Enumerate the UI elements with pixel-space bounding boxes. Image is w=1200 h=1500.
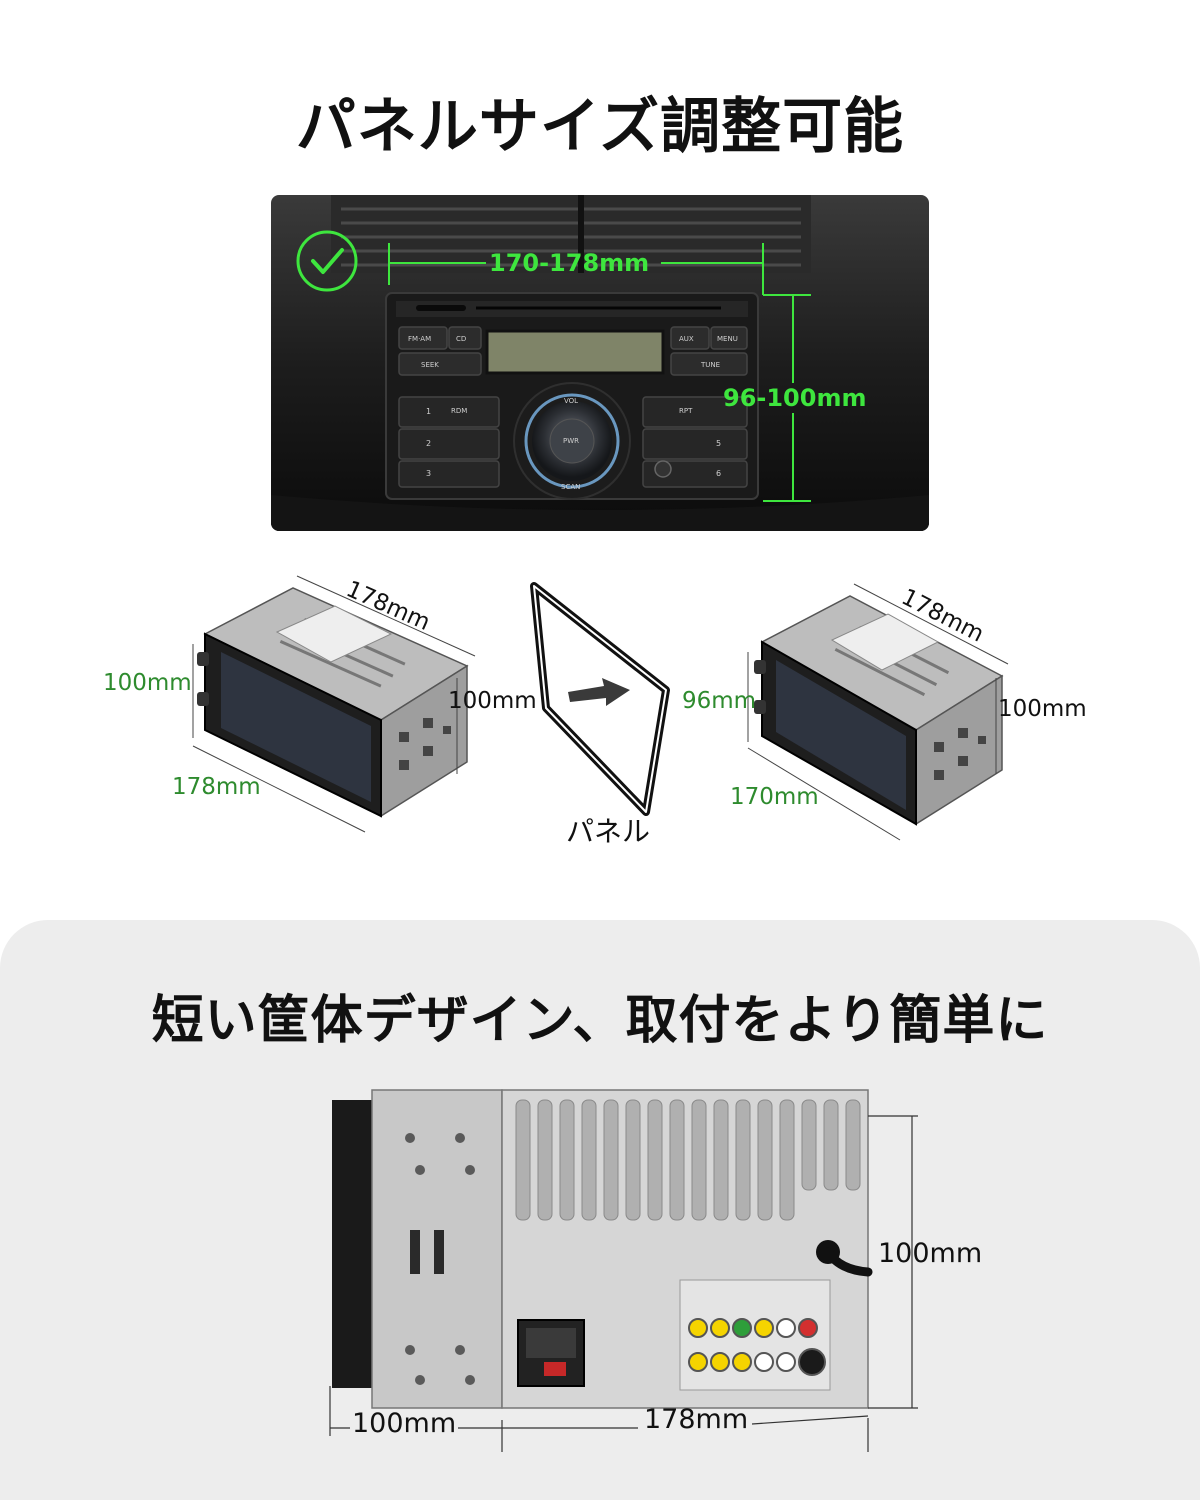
radio-fm-am-label: FM·AM xyxy=(408,335,432,343)
right-unit-width-label: 170mm xyxy=(730,784,819,810)
radio-aux-label: AUX xyxy=(679,335,694,343)
rear-width-label: 178mm xyxy=(644,1404,749,1435)
radio-preset-1-label: 1 xyxy=(426,407,432,416)
left-unit-dimension-lines xyxy=(192,575,476,833)
rear-height-label: 100mm xyxy=(878,1238,983,1269)
radio-menu-label: MENU xyxy=(717,335,738,343)
check-circle-icon xyxy=(296,230,358,292)
left-unit-front-height-label: 100mm xyxy=(103,670,192,696)
dashboard-photo: FM·AM CD SEEK AUX MENU TUNE VOL PWR SCAN… xyxy=(271,195,929,531)
radio-vol-label: VOL xyxy=(564,397,579,405)
right-unit-dimension-lines xyxy=(747,583,1009,841)
radio-cd-label: CD xyxy=(456,335,467,343)
panel-size-title: パネルサイズ調整可能 xyxy=(295,92,905,162)
left-head-unit xyxy=(185,570,485,850)
left-unit-width-label: 178mm xyxy=(172,774,261,800)
photo-height-label: 96-100mm xyxy=(723,384,867,412)
radio-preset-3-label: 3 xyxy=(426,469,432,478)
left-unit-side-height-label: 100mm xyxy=(448,688,537,714)
radio-pwr-label: PWR xyxy=(563,437,580,445)
arrow-right-icon xyxy=(568,678,630,706)
rear-view-dimension-lines xyxy=(329,1115,918,1452)
radio-tune-label: TUNE xyxy=(701,361,721,369)
radio-seek-label: SEEK xyxy=(421,361,439,369)
radio-rpt-label: RPT xyxy=(679,407,693,415)
panel-frame xyxy=(520,580,680,820)
right-head-unit xyxy=(740,578,1040,858)
right-unit-front-height-label: 96mm xyxy=(682,688,757,714)
rear-view-unit xyxy=(320,1080,1000,1480)
air-vent xyxy=(331,195,811,273)
radio-preset-5-label: 5 xyxy=(716,439,722,448)
rear-depth-label: 100mm xyxy=(352,1408,457,1439)
right-unit-side-height-label: 100mm xyxy=(998,696,1087,722)
radio-scan-label: SCAN xyxy=(561,483,581,491)
radio-preset-6-label: 6 xyxy=(716,469,722,478)
radio-preset-2-label: 2 xyxy=(426,439,432,448)
panel-label: パネル xyxy=(566,815,651,848)
photo-width-label: 170-178mm xyxy=(489,249,650,277)
radio-rdm-label: RDM xyxy=(451,407,468,415)
measurement-lines xyxy=(388,243,811,502)
short-chassis-title: 短い筐体デザイン、取付をより簡単に xyxy=(151,991,1049,1051)
